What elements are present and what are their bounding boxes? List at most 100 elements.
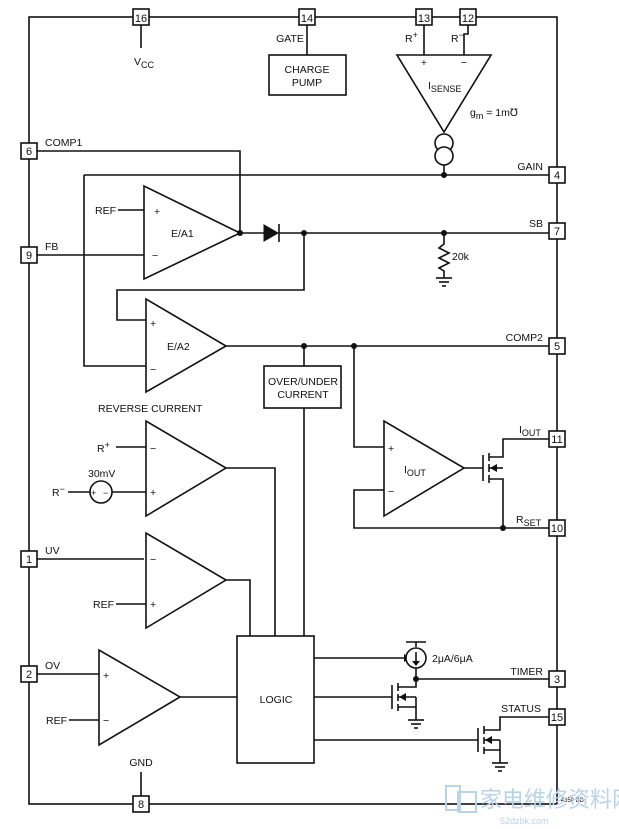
svg-text:−: − (150, 554, 156, 566)
error-amp-2: + − E/A2 (145, 297, 549, 394)
pin-uv: 1 UV (20, 545, 144, 568)
svg-text:REF: REF (95, 205, 116, 217)
svg-text:SB: SB (529, 218, 543, 230)
svg-text:7: 7 (554, 226, 560, 238)
svg-text:E/A1: E/A1 (171, 228, 194, 240)
svg-text:R+: R+ (97, 440, 110, 455)
svg-text:5: 5 (554, 341, 560, 353)
svg-text:COMP1: COMP1 (45, 137, 83, 149)
svg-text:R+: R+ (405, 30, 418, 45)
svg-text:OVER/UNDER: OVER/UNDER (268, 376, 338, 388)
svg-text:OV: OV (45, 660, 60, 672)
pin-gnd: 8 GND (129, 757, 153, 813)
svg-text:IOUT: IOUT (519, 424, 541, 438)
svg-text:TIMER: TIMER (510, 666, 543, 678)
svg-text:GAIN: GAIN (517, 161, 543, 173)
svg-text:CURRENT: CURRENT (277, 389, 329, 401)
svg-text:COMP2: COMP2 (506, 332, 544, 344)
watermark: 家电维修资料网 52dzbk.com (445, 785, 619, 826)
svg-text:ISENSE: ISENSE (428, 80, 461, 94)
svg-text:12: 12 (462, 13, 474, 25)
svg-text:PUMP: PUMP (292, 77, 322, 89)
svg-text:20k: 20k (452, 251, 470, 263)
svg-text:1: 1 (26, 554, 32, 566)
pin-comp1: 6 COMP1 (20, 137, 241, 233)
pin-comp2: 5 COMP2 (506, 332, 566, 355)
svg-text:+: + (150, 318, 156, 330)
error-amp-1: + − E/A1 REF (95, 184, 242, 281)
svg-text:−: − (150, 364, 156, 376)
isense-amplifier: + − ISENSE gm = 1m℧ (395, 54, 518, 175)
svg-text:REVERSE CURRENT: REVERSE CURRENT (98, 403, 203, 415)
sb-resistor: 20k (436, 230, 470, 287)
svg-text:gm = 1m℧: gm = 1m℧ (470, 107, 518, 121)
svg-text:+: + (103, 670, 109, 682)
ea1-output-diode (116, 224, 307, 321)
svg-text:13: 13 (418, 13, 430, 25)
svg-text:R−: R− (52, 484, 65, 499)
svg-text:52dzbk.com: 52dzbk.com (500, 816, 549, 826)
svg-text:REF: REF (46, 715, 67, 727)
svg-text:GATE: GATE (276, 33, 304, 45)
svg-text:11: 11 (551, 434, 562, 446)
pin-iout: 11 IOUT (519, 424, 566, 448)
pin-fb: 9 FB (20, 241, 144, 264)
svg-text:RSET: RSET (516, 514, 542, 528)
over-under-current-block: OVER/UNDER CURRENT (263, 346, 342, 636)
svg-text:+: + (91, 488, 96, 498)
svg-text:GND: GND (129, 757, 153, 769)
svg-text:+: + (150, 599, 156, 611)
svg-text:−: − (150, 443, 156, 455)
svg-text:4: 4 (554, 170, 560, 182)
timer-mosfet (314, 679, 424, 729)
pin-rminus: 12 R− (451, 8, 477, 55)
svg-text:R−: R− (451, 30, 464, 45)
timer-current-source: 2μA/6μA (314, 641, 549, 682)
status-mosfet (314, 716, 549, 772)
svg-text:15: 15 (551, 712, 563, 724)
svg-text:E/A2: E/A2 (167, 341, 190, 353)
pin-vcc: 16 VCC (132, 8, 155, 70)
ov-comparator: + − REF (46, 648, 237, 747)
uv-comparator: − + REF (93, 531, 251, 636)
svg-text:+: + (388, 443, 394, 455)
pin-gate: 14 GATE (276, 8, 316, 55)
svg-text:FB: FB (45, 241, 58, 253)
figure-id: 4350 BD (561, 798, 585, 804)
svg-text:LOGIC: LOGIC (260, 694, 293, 706)
svg-text:+: + (154, 206, 160, 218)
svg-text:CHARGE: CHARGE (285, 64, 330, 76)
svg-text:+: + (150, 487, 156, 499)
svg-text:2: 2 (26, 669, 32, 681)
svg-text:30mV: 30mV (88, 468, 115, 480)
svg-text:6: 6 (26, 146, 32, 158)
pin-timer: 3 TIMER (510, 666, 566, 688)
iout-amplifier: + − IOUT (353, 346, 549, 531)
pin-rplus: 13 R+ (405, 8, 433, 55)
svg-text:10: 10 (551, 523, 563, 535)
svg-text:2μA/6μA: 2μA/6μA (432, 653, 473, 665)
svg-text:UV: UV (45, 545, 60, 557)
logic-block: LOGIC (236, 635, 315, 764)
chip-outline (28, 16, 558, 805)
svg-text:16: 16 (135, 13, 147, 25)
svg-text:3: 3 (554, 674, 560, 686)
svg-text:8: 8 (138, 799, 144, 811)
reverse-current-comparator: REVERSE CURRENT − + R+ 30mV R− + − (52, 403, 276, 636)
svg-text:VCC: VCC (134, 56, 155, 70)
svg-text:9: 9 (26, 250, 32, 262)
svg-text:−: − (103, 715, 109, 727)
pin-status: 15 STATUS (501, 703, 566, 726)
svg-text:IOUT: IOUT (404, 464, 426, 478)
svg-text:−: − (388, 486, 394, 498)
svg-text:REF: REF (93, 599, 114, 611)
svg-text:+: + (421, 57, 427, 69)
svg-text:−: − (152, 250, 158, 262)
svg-text:−: − (461, 57, 467, 69)
svg-text:家电维修资料网: 家电维修资料网 (480, 788, 619, 813)
svg-text:STATUS: STATUS (501, 703, 541, 715)
svg-text:14: 14 (301, 13, 313, 25)
charge-pump-block: CHARGE PUMP (268, 54, 347, 96)
pin-sb: 7 SB (304, 218, 566, 240)
